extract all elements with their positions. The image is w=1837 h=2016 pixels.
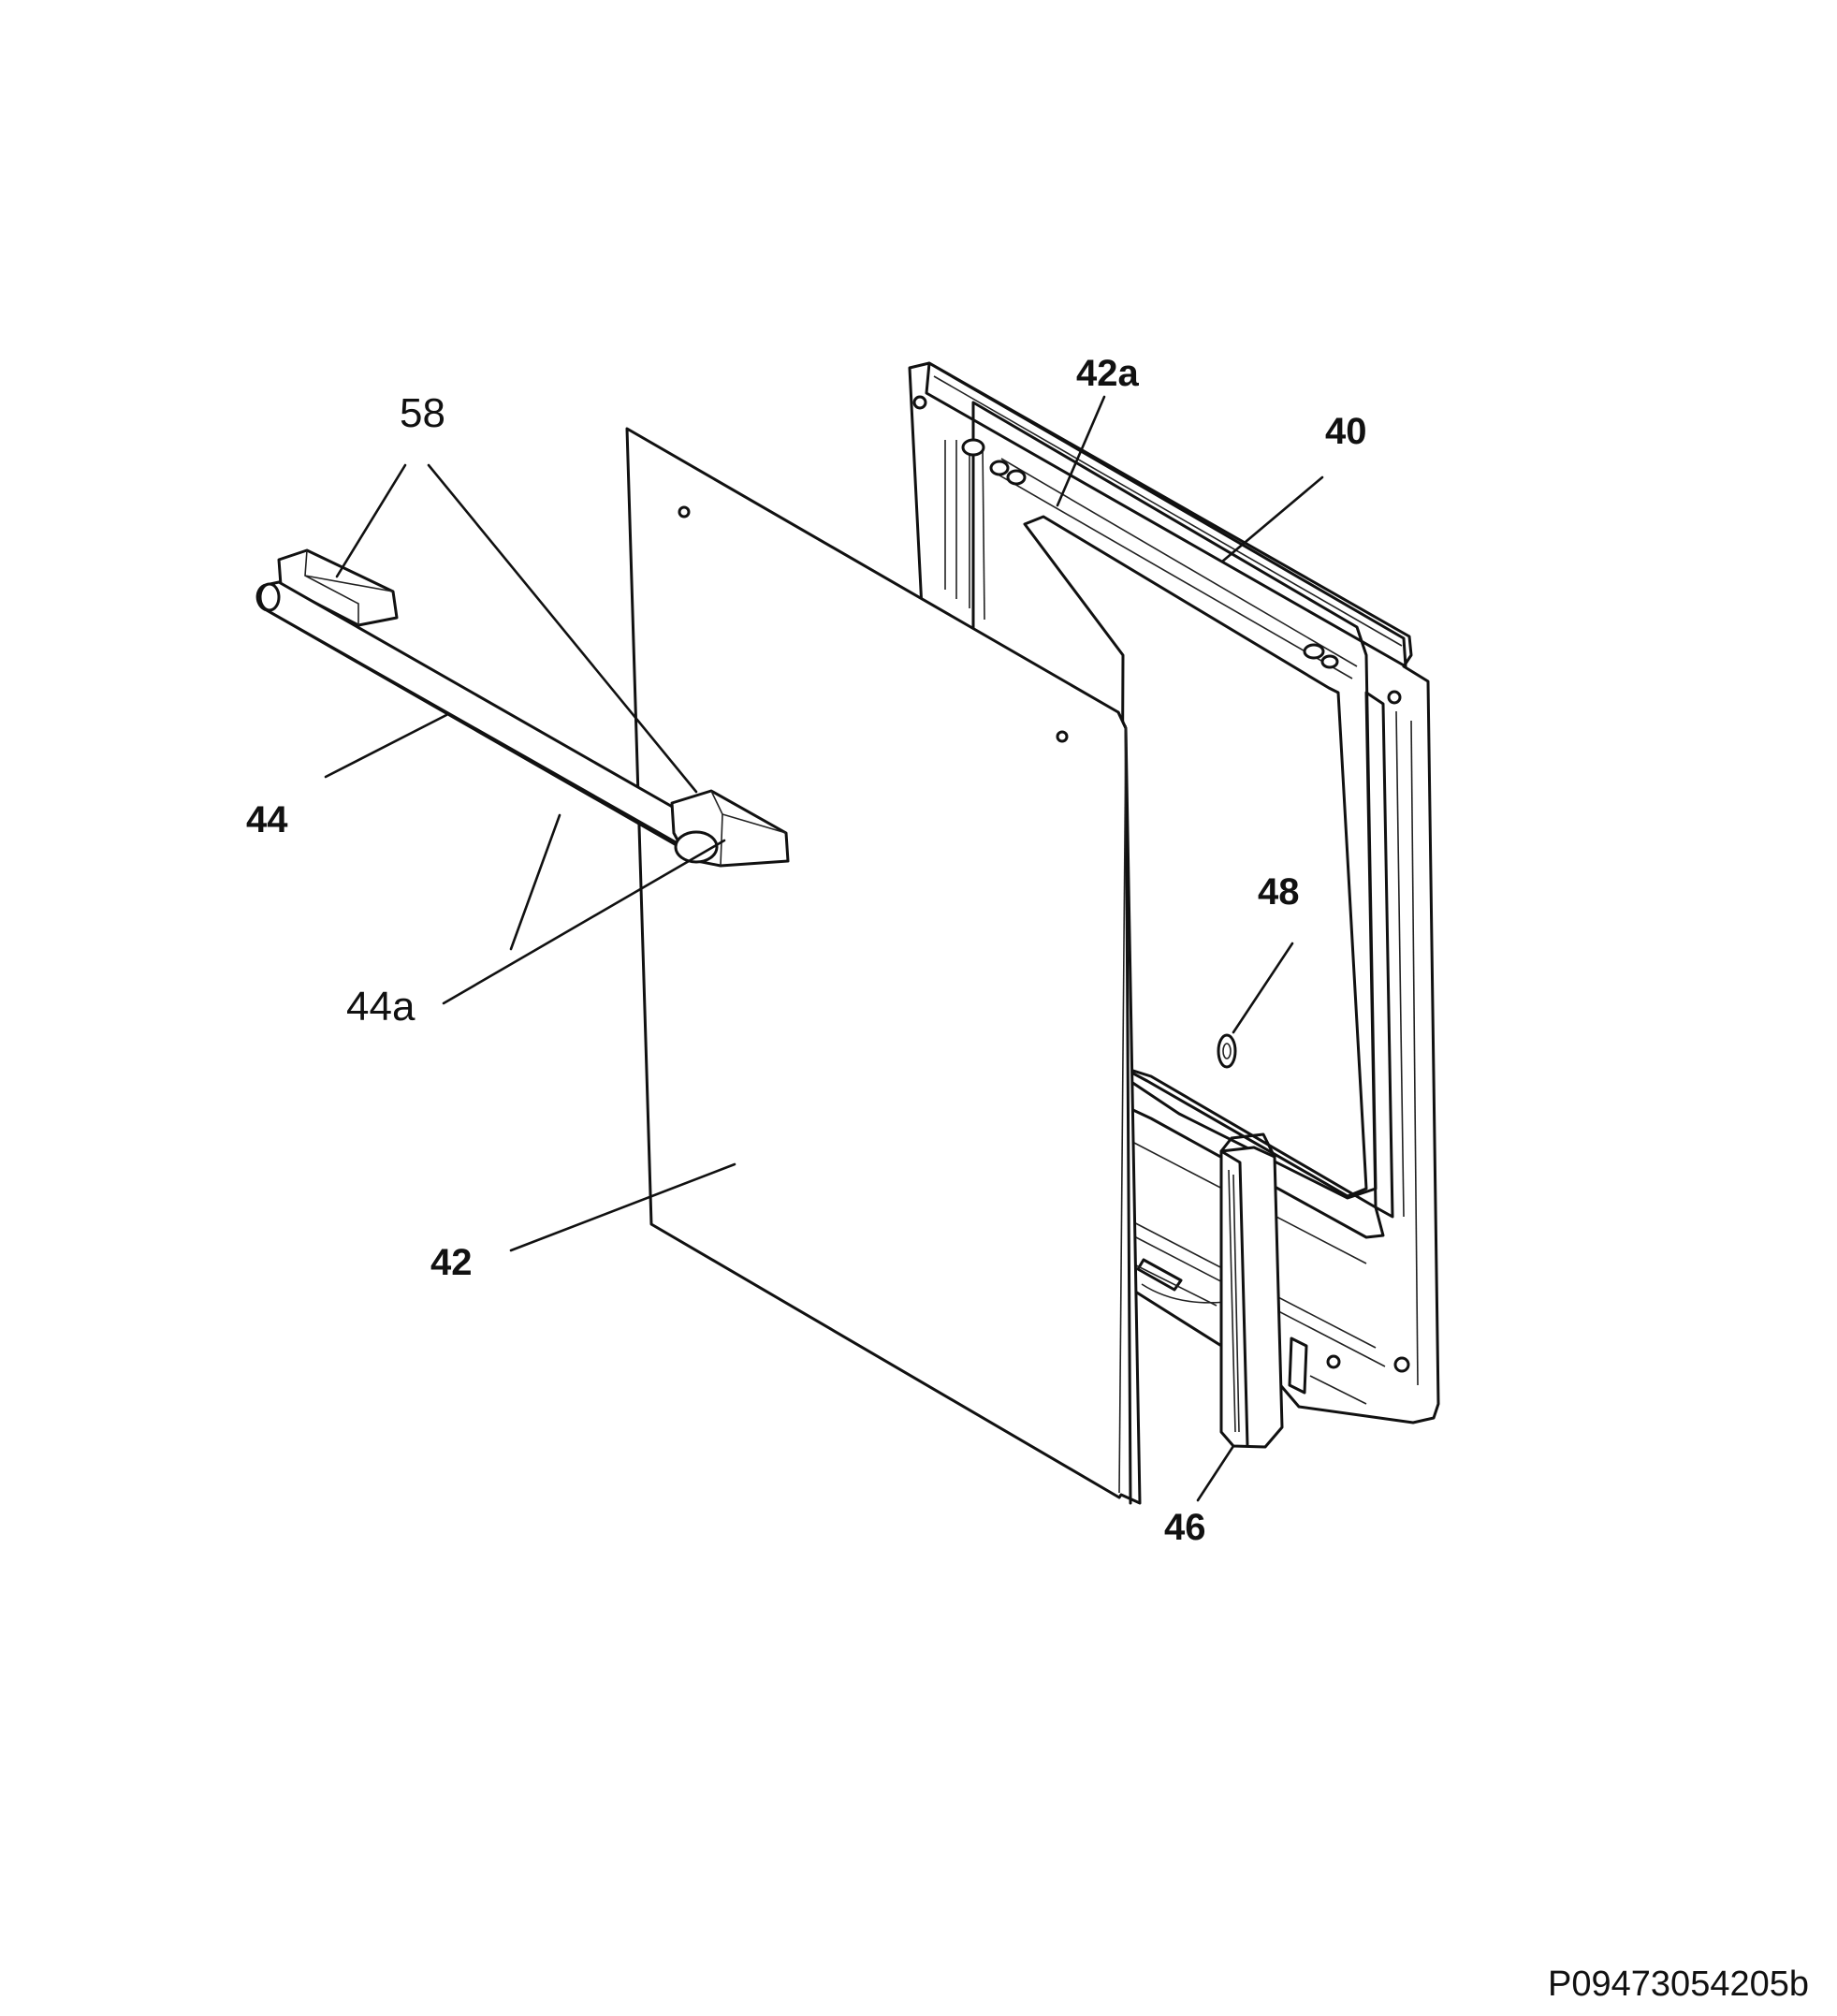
handle-assembly <box>255 548 790 868</box>
document-code: P09473054205b <box>1548 1965 1809 2004</box>
leader-46 <box>1196 1444 1235 1502</box>
leader-44 <box>324 713 448 779</box>
latch-part <box>1217 1033 1237 1069</box>
leader-42a <box>1056 395 1106 507</box>
callout-46: 46 <box>1164 1507 1206 1548</box>
leader-58-front <box>427 463 698 794</box>
leader-58-rear <box>335 463 407 578</box>
leader-42 <box>509 1162 736 1252</box>
callout-42: 42 <box>430 1242 473 1283</box>
callout-58: 58 <box>400 390 445 436</box>
callout-40: 40 <box>1325 411 1367 452</box>
leader-40 <box>1220 475 1324 563</box>
callout-48: 48 <box>1258 871 1300 913</box>
door-frame <box>908 361 1440 1424</box>
leader-lines <box>324 395 1324 1502</box>
callouts: 58 44 44a 42 42a 40 48 46 <box>246 353 1367 1548</box>
glass-panel <box>625 427 1142 1505</box>
hinge-part <box>1219 1132 1284 1449</box>
callout-42a: 42a <box>1076 353 1139 394</box>
leader-48 <box>1232 942 1294 1034</box>
callout-44: 44 <box>246 799 288 840</box>
leader-44a-upper <box>509 813 561 951</box>
leader-44a-lower <box>442 839 726 1005</box>
callout-44a: 44a <box>346 984 416 1030</box>
